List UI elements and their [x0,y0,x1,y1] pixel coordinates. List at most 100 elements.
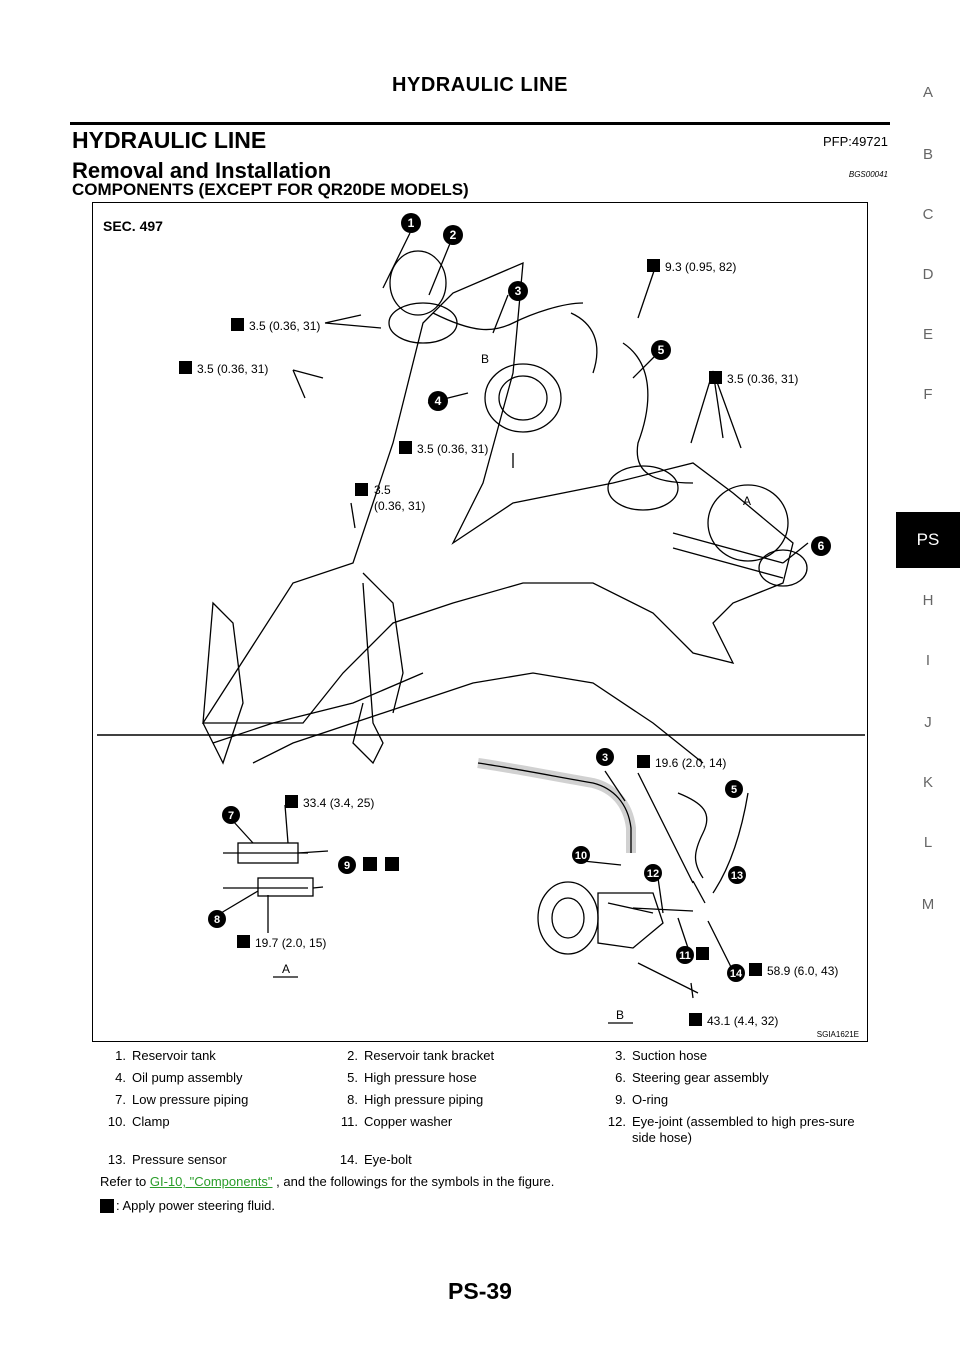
legend-row: 13.Pressure sensor 14.Eye-bolt [100,1150,880,1172]
replace-icon [363,857,377,871]
replace-icon [696,947,709,960]
running-head: HYDRAULIC LINE [392,74,568,96]
torque-icon [689,1013,702,1026]
callout-marker [222,806,240,824]
index-letter-c[interactable]: C [922,206,934,223]
torque-icon [285,795,298,808]
legend-item: 2.Reservoir tank bracket [347,1048,495,1063]
callout-3: 3 [515,284,522,298]
legend-row: 10.Clamp 11.Copper washer 12.Eye-joint (… [100,1112,880,1150]
legend-item: 8.High pressure piping [347,1092,484,1107]
torque-label-lower: 58.9 (6.0, 43) [767,964,838,978]
legend-item: 13.Pressure sensor [107,1152,227,1167]
callout-marker [728,866,746,884]
torque-label-lower: 19.6 (2.0, 14) [655,756,726,770]
torque-label-lower: 33.4 (3.4, 25) [303,796,374,810]
view-letter-b: B [481,352,489,366]
callout-marker [208,910,226,928]
bgs-code: BGS00041 [848,170,888,179]
callout-marker [338,856,356,874]
torque-label-lower: 19.7 (2.0, 15) [255,936,326,950]
callout-marker [644,864,662,882]
callout-marker [727,964,745,982]
torque-icon [355,483,368,496]
torque-label-upper: 3.5 (0.36, 31) [197,362,268,376]
torque-label-upper-line2: (0.36, 31) [374,499,425,513]
legend-item: 10.Clamp [107,1114,170,1129]
index-letter-m[interactable]: M [921,896,935,913]
torque-label-upper: 3.5 [374,483,391,497]
legend-item: 12.Eye-joint (assembled to high pres-sur… [607,1114,855,1145]
view-label-b: B [616,1008,624,1022]
refer-note: Refer to GI-10, "Components" , and the f… [100,1174,555,1189]
callout-12: 12 [647,868,659,880]
index-letter-j[interactable]: J [924,714,932,731]
index-letter-l[interactable]: L [923,834,933,851]
components-title: COMPONENTS (EXCEPT FOR QR20DE MODELS) [72,180,469,199]
callout-9: 9 [344,860,350,872]
legend-item: 1.Reservoir tank [115,1048,216,1063]
torque-icon [399,441,412,454]
legend-item: 3.Suction hose [615,1048,708,1063]
legend-row: 4.Oil pump assembly 5.High pressure hose… [100,1068,880,1090]
callout-marker [401,213,421,233]
torque-icon [749,963,762,976]
index-letter-b[interactable]: B [922,146,933,163]
callout-10: 10 [575,850,587,862]
torque-label-upper: 3.5 (0.36, 31) [249,319,320,333]
torque-icon [647,259,660,272]
index-letter-e[interactable]: E [922,326,933,343]
callout-11: 11 [679,950,691,962]
callout-marker [508,281,528,301]
torque-icon [179,361,192,374]
index-letter-d[interactable]: D [922,266,934,283]
components-link[interactable]: GI-10, "Components" [149,1174,273,1189]
torque-icon [231,318,244,331]
legend-row: 7.Low pressure piping 8.High pressure pi… [100,1090,880,1112]
view-label-a: A [282,962,290,976]
callout-8: 8 [214,914,220,926]
callout-marker [572,846,590,864]
callout-lower-3: 3 [602,752,608,764]
figure-code: SGIA1621E [817,1030,859,1039]
legend-item: 6.Steering gear assembly [615,1070,769,1085]
page-number: PS-39 [448,1278,512,1304]
callout-lower-5: 5 [731,784,737,796]
callout-marker [443,225,463,245]
legend-item: 5.High pressure hose [347,1070,477,1085]
parts-legend: 1.Reservoir tank 2.Reservoir tank bracke… [100,1046,880,1172]
callout-4: 4 [435,394,442,408]
index-letter-i[interactable]: I [925,652,931,669]
callout-marker [676,946,694,964]
callout-6: 6 [818,539,825,553]
fluid-icon [385,857,399,871]
torque-label-upper: 3.5 (0.36, 31) [417,442,488,456]
pfp-code: PFP:49721 [822,134,888,149]
active-section-tab[interactable]: PS [896,512,960,568]
index-letter-a[interactable]: A [922,84,933,101]
legend-item: 11.Copper washer [340,1114,453,1129]
figure-drawing: SEC. 497 1 2 3 4 5 6 9.3 (0.95, 82) 3.5 … [97,213,865,1039]
index-letter-h[interactable]: H [922,592,934,609]
torque-icon [709,371,722,384]
legend-item: 14.Eye-bolt [339,1152,412,1167]
callout-5: 5 [658,343,665,357]
callout-marker [596,748,614,766]
index-letter-k[interactable]: K [922,774,933,791]
torque-label-upper: 9.3 (0.95, 82) [665,260,736,274]
fluid-icon [100,1198,114,1213]
torque-label-lower: 43.1 (4.4, 32) [707,1014,778,1028]
apply-fluid-note: : Apply power steering fluid. [100,1198,275,1213]
section-title: HYDRAULIC LINE [72,127,267,153]
legend-item: 9.O-ring [615,1092,669,1107]
callout-2: 2 [450,228,457,242]
components-figure: SEC. 497 1 2 3 4 5 6 9.3 (0.95, 82) 3.5 … [92,202,868,1042]
view-letter-a: A [743,494,751,508]
torque-label-upper: 3.5 (0.36, 31) [727,372,798,386]
legend-item: 4.Oil pump assembly [115,1070,243,1085]
legend-row: 1.Reservoir tank 2.Reservoir tank bracke… [100,1046,880,1068]
index-letter-f[interactable]: F [923,386,933,403]
callout-14: 14 [730,968,743,980]
callout-1: 1 [408,216,415,230]
torque-icon [637,755,650,768]
